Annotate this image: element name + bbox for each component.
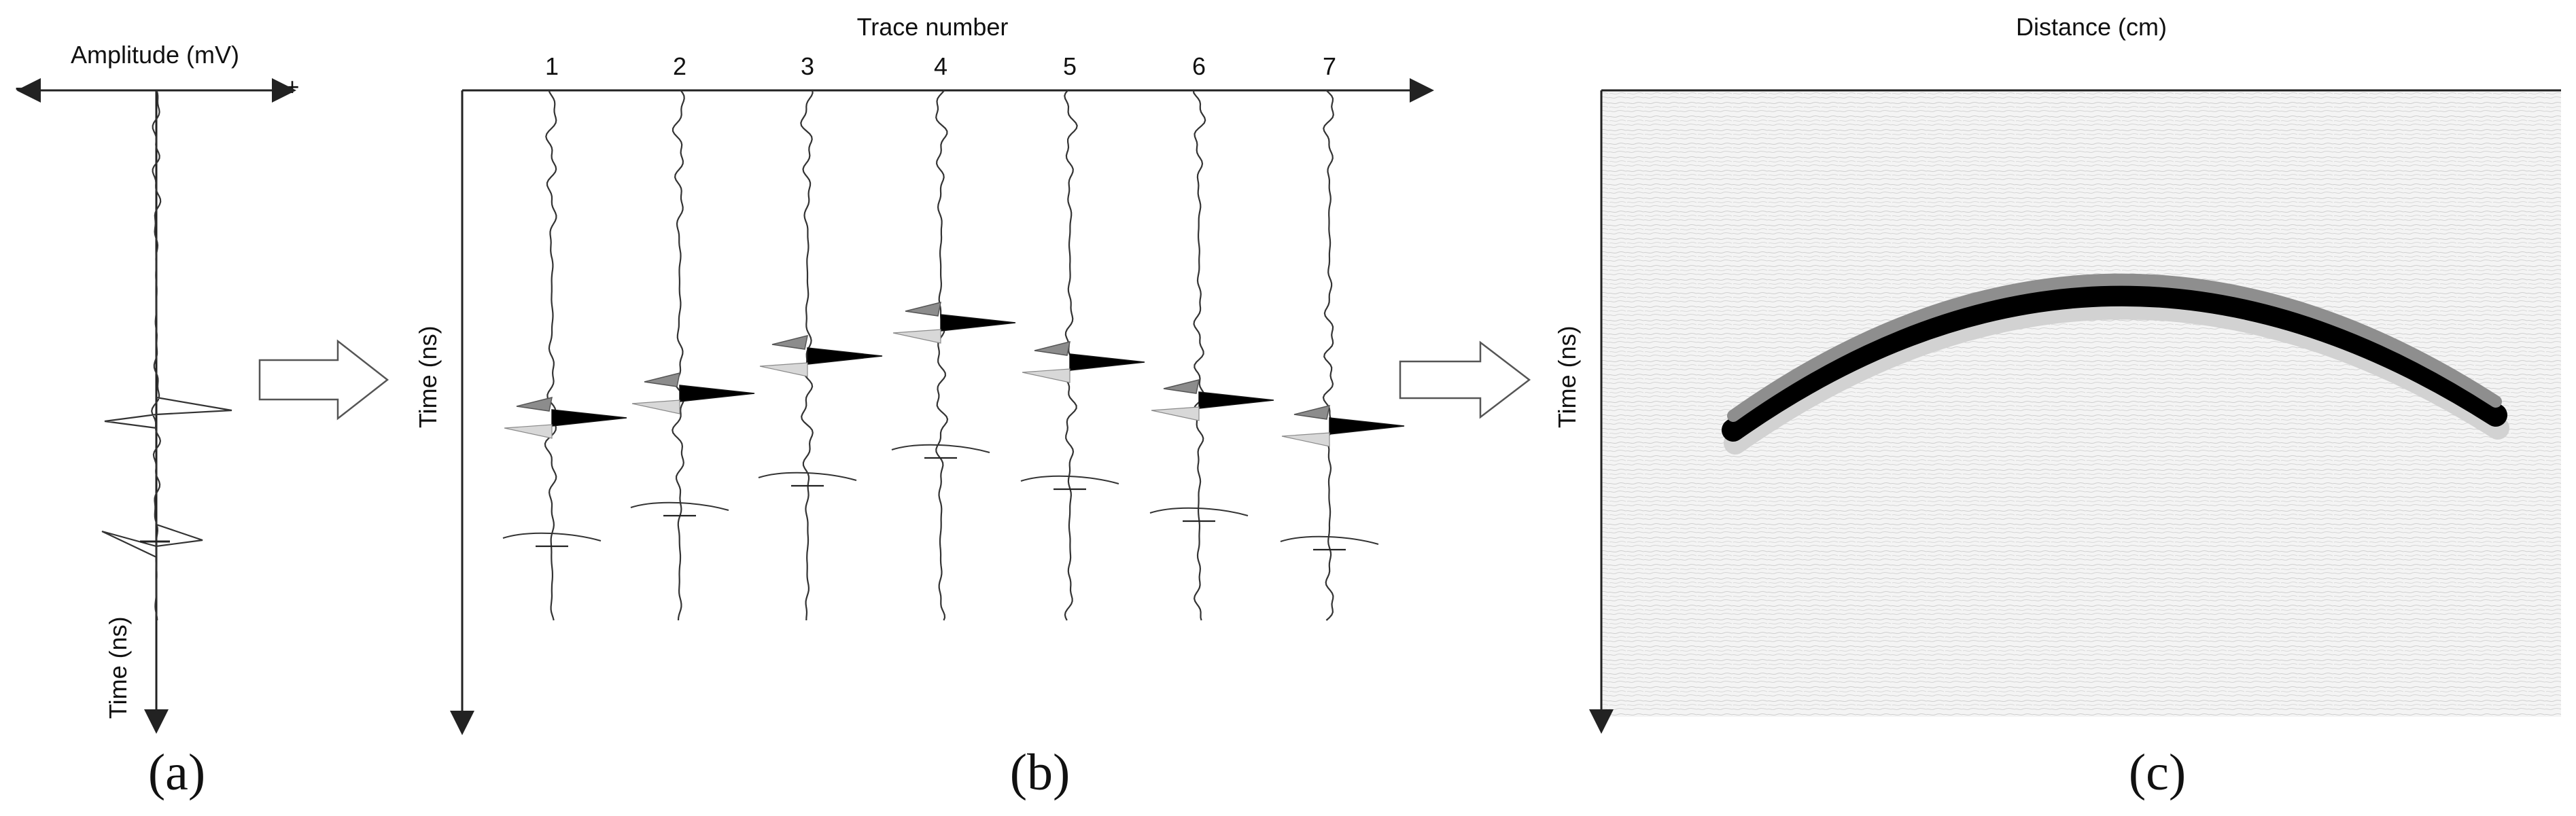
trace-2-negative-lobe: [644, 372, 680, 387]
trace-label-2: 2: [673, 52, 686, 80]
trace-4-waveform: [935, 90, 949, 621]
hyperbola-core: [1722, 283, 2507, 442]
trace-1-waveform: [544, 90, 557, 621]
trace-2-positive-lobe: [679, 385, 755, 402]
trace-1-positive-lobe: [551, 409, 627, 427]
panel-b-trace-number-label: Trace number: [857, 13, 1009, 41]
trace-label-7: 7: [1323, 52, 1336, 80]
trace-4-light-lobe: [892, 329, 941, 344]
trace-label-3: 3: [801, 52, 814, 80]
trace-3-light-lobe: [759, 362, 808, 377]
panel-a-caption: (a): [148, 744, 205, 801]
trace-1-light-lobe: [504, 424, 553, 439]
trace-7-waveform: [1322, 90, 1335, 621]
trace-1-negative-lobe: [516, 396, 553, 412]
arrow-a-to-b: [258, 339, 389, 421]
panel-b-traces: [502, 90, 1405, 621]
trace-3-waveform: [800, 90, 814, 621]
hyperbola-top-band: [1727, 273, 2502, 422]
trace-5-negative-lobe: [1034, 340, 1071, 356]
trace-5-light-lobe: [1022, 368, 1071, 383]
panel-a-plus-sign: +: [285, 73, 299, 101]
panel-a-minus-sign: -: [15, 73, 23, 101]
trace-3-late-reflection: [758, 472, 857, 481]
panel-c-caption: (c): [2129, 744, 2186, 801]
panel-a: Amplitude (mV) - + Time (ns) (a): [15, 41, 300, 801]
panel-c-distance-label: Distance (cm): [2016, 13, 2167, 41]
trace-5-late-reflection: [1020, 475, 1119, 484]
trace-2-late-reflection: [630, 501, 729, 511]
trace-7-negative-lobe: [1293, 404, 1330, 420]
trace-label-4: 4: [934, 52, 947, 80]
trace-label-6: 6: [1192, 52, 1206, 80]
trace-3-negative-lobe: [771, 334, 808, 350]
trace-6-negative-lobe: [1163, 378, 1200, 394]
panel-b-caption: (b): [1010, 744, 1071, 801]
trace-7-late-reflection: [1280, 535, 1379, 545]
trace-6-light-lobe: [1151, 406, 1200, 421]
trace-7-positive-lobe: [1329, 417, 1405, 435]
trace-label-5: 5: [1063, 52, 1077, 80]
trace-4-late-reflection: [891, 444, 990, 453]
trace-4-negative-lobe: [905, 301, 941, 317]
trace-1-late-reflection: [502, 532, 602, 542]
trace-2-light-lobe: [631, 400, 680, 414]
trace-label-1: 1: [545, 52, 559, 80]
panel-c: Distance (cm) Time (ns) (c): [1553, 13, 2561, 801]
trace-7-light-lobe: [1281, 432, 1330, 447]
trace-3-positive-lobe: [807, 347, 883, 365]
arrow-b-to-c: [1399, 340, 1531, 419]
panel-c-time-label: Time (ns): [1553, 325, 1581, 428]
panel-b: Trace number Time (ns) 1 2 3 4 5 6 7 (b): [414, 13, 1434, 801]
trace-6-positive-lobe: [1198, 391, 1274, 409]
trace-4-positive-lobe: [940, 314, 1016, 332]
trace-5-positive-lobe: [1069, 353, 1145, 371]
panel-a-time-label: Time (ns): [104, 616, 132, 719]
trace-6-late-reflection: [1149, 507, 1249, 516]
trace-2-waveform: [672, 90, 685, 621]
trace-6-waveform: [1192, 90, 1206, 621]
panel-b-time-label: Time (ns): [414, 325, 442, 428]
panel-a-amplitude-label: Amplitude (mV): [71, 41, 239, 69]
panel-a-waveform: [101, 90, 232, 621]
